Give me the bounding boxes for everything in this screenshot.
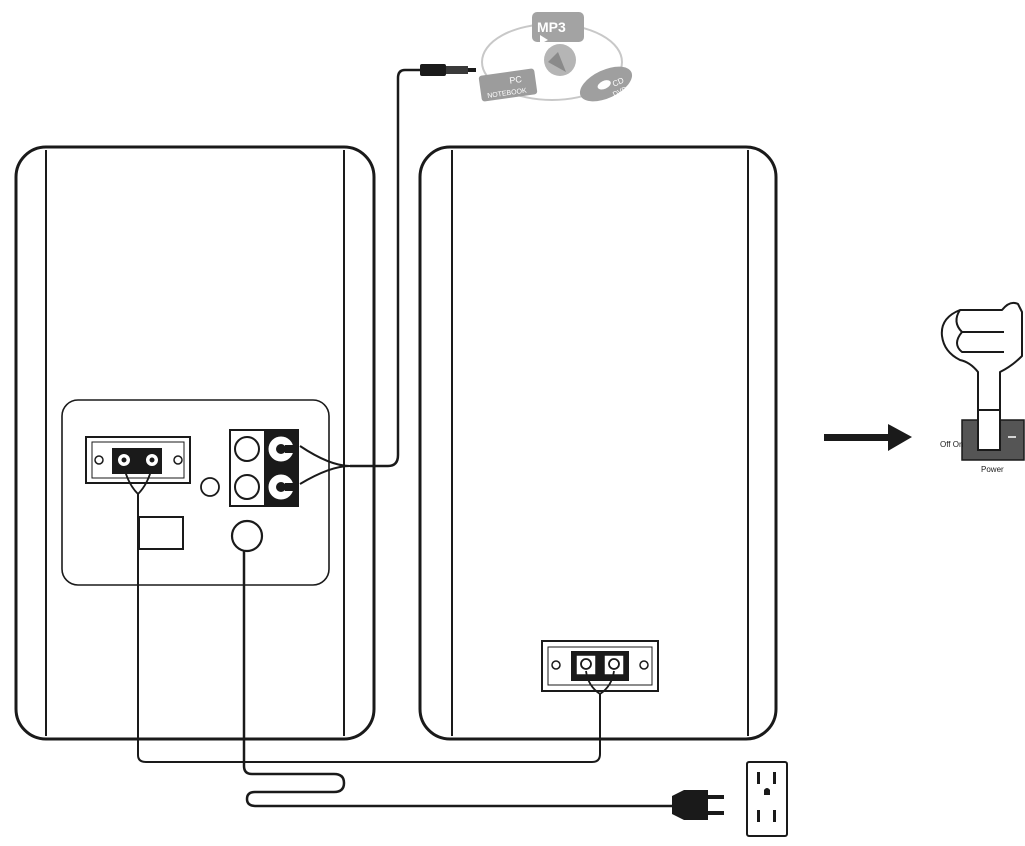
rca-input-jacks[interactable] [229,429,299,507]
left-speaker-output-terminal [85,436,191,484]
pc-label: PC [509,74,523,86]
switch-off-on-label: Off On [940,440,963,449]
audio-input-cable [299,68,420,485]
cd-disc-icon: CD DVD [579,66,633,102]
speaker-source-icon [544,44,576,76]
right-speaker-input-terminal [541,640,659,692]
wall-outlet [746,761,788,837]
left-speaker-rear [14,145,376,741]
power-switch[interactable] [961,409,1025,461]
right-arrow-icon [824,424,912,451]
right-speaker-rear [418,145,778,741]
power-inlet [230,519,264,553]
mp3-label: MP3 [537,19,566,35]
speaker-link-cable [123,466,615,763]
pc-notebook-icon: PC NOTEBOOK [478,68,538,102]
power-plug [672,790,724,820]
power-cord [242,551,672,808]
left-back-panel [61,399,330,586]
mp3-player-icon: MP3 [532,12,584,44]
mini-jack-plug [420,64,476,76]
hand-pressing-icon [940,301,1023,457]
volume-knob[interactable] [200,477,220,497]
left-label-plate [138,516,184,550]
audio-source-cluster: MP3 PC NOTEBOOK CD DVD [478,12,633,102]
switch-power-caption: Power [981,465,1004,474]
